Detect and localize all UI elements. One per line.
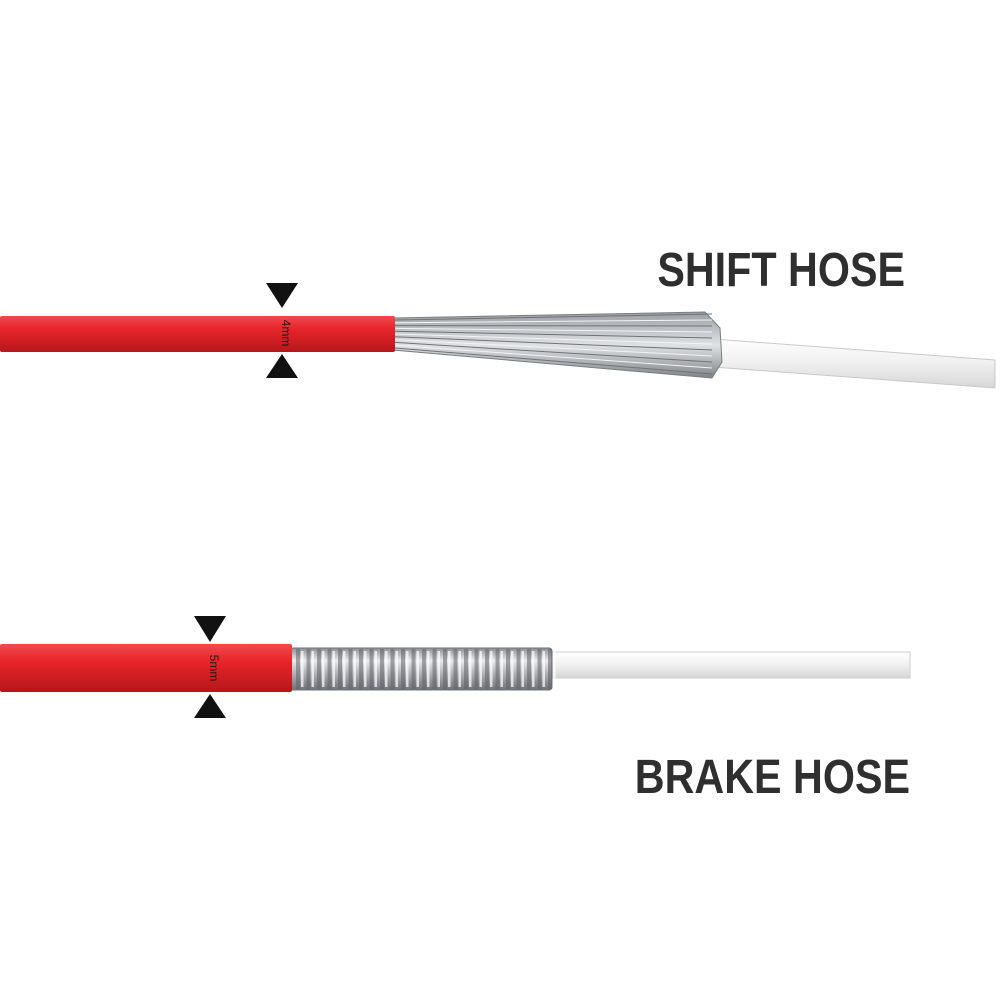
shift-red-housing: [0, 316, 395, 352]
shift-steel-strands: [392, 311, 723, 379]
brake-inner-liner: [547, 651, 911, 679]
shift-inner-liner: [699, 337, 996, 389]
brake-dimension-marker: 5mm: [194, 616, 226, 718]
brake-hose-label: BRAKE HOSE: [634, 751, 910, 804]
brake-arrow-up-icon: [194, 694, 226, 718]
brake-steel-coil: [289, 647, 556, 691]
shift-hose: 4mm: [0, 283, 996, 389]
shift-dimension-label: 4mm: [279, 320, 293, 347]
shift-hose-label: SHIFT HOSE: [657, 244, 905, 297]
brake-dimension-label: 5mm: [207, 655, 221, 682]
shift-dimension-marker: 4mm: [266, 283, 298, 378]
brake-arrow-down-icon: [194, 616, 226, 642]
brake-red-housing: [0, 644, 292, 692]
shift-arrow-up-icon: [266, 354, 298, 378]
brake-hose: 5mm: [0, 616, 911, 718]
shift-arrow-down-icon: [266, 283, 298, 308]
